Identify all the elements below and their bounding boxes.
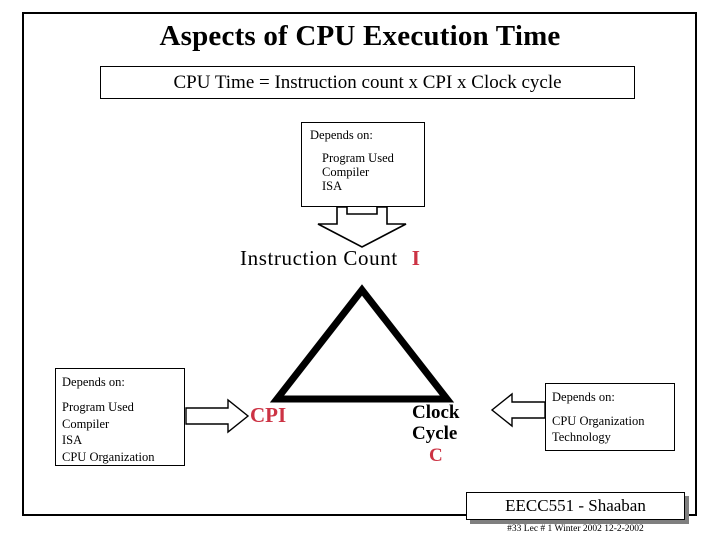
note-top-line-3: ISA xyxy=(322,179,343,193)
note-right-line-1: CPU Organization xyxy=(552,414,645,428)
note-left-line-2: Compiler xyxy=(62,416,110,431)
cpu-time-formula-box: CPU Time = Instruction count x CPI x Clo… xyxy=(100,66,635,99)
note-clock-cycle-depends: Depends on: CPU Organization Technology xyxy=(545,383,675,451)
instruction-count-text: Instruction Count xyxy=(240,246,398,270)
note-left-header: Depends on: xyxy=(62,375,125,389)
note-left-line-3: ISA xyxy=(62,433,83,447)
note-top-header: Depends on: xyxy=(310,128,373,142)
clock-cycle-symbol: C xyxy=(429,445,443,466)
slide-frame xyxy=(22,12,697,516)
note-right-header: Depends on: xyxy=(552,390,615,404)
note-top-line-1: Program Used xyxy=(322,151,394,165)
note-right-line-2: Technology xyxy=(552,430,611,444)
note-instruction-count-depends: Depends on: Program Used Compiler ISA xyxy=(301,122,425,207)
note-top-line-2: Compiler xyxy=(322,165,370,179)
note-left-line-1: Program Used xyxy=(62,400,134,414)
page-title: Aspects of CPU Execution Time xyxy=(159,20,561,52)
clock-cycle-label: Clock Cycle C xyxy=(412,402,460,466)
instruction-count-label: Instruction Count I xyxy=(240,246,421,271)
footer-course-text: EECC551 - Shaaban xyxy=(505,496,646,515)
note-cpi-depends: Depends on: Program Used Compiler ISA CP… xyxy=(55,368,185,466)
clock-cycle-line-2: Cycle xyxy=(412,423,458,444)
note-left-line-4: CPU Organization xyxy=(62,449,155,464)
footer-shadow-right xyxy=(685,496,689,524)
cpu-time-formula-text: CPU Time = Instruction count x CPI x Clo… xyxy=(173,71,562,93)
instruction-count-symbol: I xyxy=(411,246,421,270)
footer-shadow-bottom xyxy=(470,520,689,524)
footer-course-badge: EECC551 - Shaaban xyxy=(466,492,685,520)
clock-cycle-line-1: Clock xyxy=(412,402,460,423)
footer-meta-text: #33 Lec # 1 Winter 2002 12-2-2002 xyxy=(507,524,644,534)
cpi-label: CPI xyxy=(250,403,287,427)
